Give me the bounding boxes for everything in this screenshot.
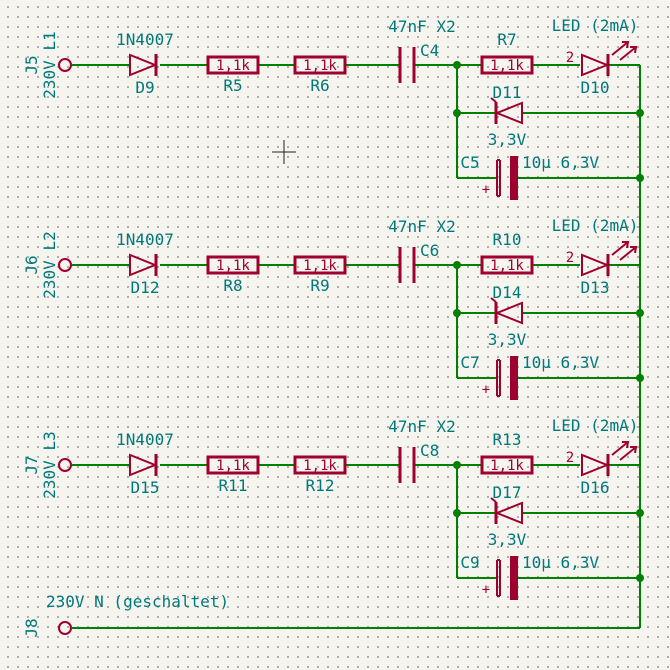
rectifier-value: 1N4007 bbox=[116, 230, 174, 249]
r2-ref: R12 bbox=[306, 476, 335, 495]
elcap-ref: C7 bbox=[460, 353, 479, 372]
r1-value: 1,1k bbox=[216, 458, 250, 474]
rectifier-value: 1N4007 bbox=[116, 30, 174, 49]
cap-ref: C4 bbox=[420, 41, 439, 60]
led-ref: D10 bbox=[581, 78, 610, 97]
elcap-polarity: + bbox=[482, 582, 490, 598]
cap-ref: C8 bbox=[420, 441, 439, 460]
neutral-jack-symbol bbox=[58, 621, 72, 635]
channel-1-labels: J5 230V L1 1N4007 D9 1,1k R5 1,1k R6 47n… bbox=[22, 16, 638, 198]
r-led-value: 1,1k bbox=[490, 458, 524, 474]
rectifier-ref: D15 bbox=[131, 478, 160, 497]
channel-1-circuit bbox=[57, 40, 646, 201]
led-value: LED (2mA) bbox=[552, 216, 639, 235]
line-label: 230V L2 bbox=[40, 231, 59, 298]
r1-ref: R11 bbox=[219, 476, 248, 495]
rectifier-ref: D9 bbox=[135, 78, 154, 97]
jack-ref: J6 bbox=[22, 255, 41, 274]
led-pin: 2 bbox=[566, 50, 574, 66]
channel-2-circuit bbox=[57, 240, 646, 401]
cap-value: 47nF X2 bbox=[388, 17, 455, 36]
led-value: LED (2mA) bbox=[552, 416, 639, 435]
cap-value: 47nF X2 bbox=[388, 417, 455, 436]
r2-ref: R6 bbox=[310, 76, 329, 95]
r-led-value: 1,1k bbox=[490, 58, 524, 74]
r1-value: 1,1k bbox=[216, 58, 250, 74]
r-led-ref: R10 bbox=[493, 230, 522, 249]
elcap-value: 10µ 6,3V bbox=[522, 153, 599, 172]
elcap-ref: C5 bbox=[460, 153, 479, 172]
led-ref: D13 bbox=[581, 278, 610, 297]
elcap-polarity: + bbox=[482, 382, 490, 398]
line-label: 230V L1 bbox=[40, 31, 59, 98]
elcap-value: 10µ 6,3V bbox=[522, 553, 599, 572]
r-led-ref: R13 bbox=[493, 430, 522, 449]
jack-ref: J7 bbox=[22, 455, 41, 474]
r2-value: 1,1k bbox=[303, 458, 337, 474]
rectifier-ref: D12 bbox=[131, 278, 160, 297]
neutral-jack-ref: J8 bbox=[22, 618, 41, 637]
jack-ref: J5 bbox=[22, 55, 41, 74]
channel-2-labels: J6 230V L2 1N4007 D12 1,1k R8 1,1k R9 47… bbox=[22, 216, 638, 398]
cap-value: 47nF X2 bbox=[388, 217, 455, 236]
neutral-label: 230V N (geschaltet) bbox=[46, 592, 229, 611]
channel-3-circuit bbox=[57, 440, 646, 601]
r1-value: 1,1k bbox=[216, 258, 250, 274]
zener-value: 3,3V bbox=[488, 330, 527, 349]
r2-value: 1,1k bbox=[303, 258, 337, 274]
led-pin: 2 bbox=[566, 250, 574, 266]
line-label: 230V L3 bbox=[40, 431, 59, 498]
zener-ref: D14 bbox=[493, 283, 522, 302]
r2-value: 1,1k bbox=[303, 58, 337, 74]
rectifier-value: 1N4007 bbox=[116, 430, 174, 449]
channel-3-labels: J7 230V L3 1N4007 D15 1,1k R11 1,1k R12 … bbox=[22, 416, 638, 598]
r-led-value: 1,1k bbox=[490, 258, 524, 274]
led-value: LED (2mA) bbox=[552, 16, 639, 35]
elcap-ref: C9 bbox=[460, 553, 479, 572]
r1-ref: R8 bbox=[223, 276, 242, 295]
cap-ref: C6 bbox=[420, 241, 439, 260]
led-pin: 2 bbox=[566, 450, 574, 466]
zener-ref: D11 bbox=[493, 83, 522, 102]
zener-value: 3,3V bbox=[488, 130, 527, 149]
zener-value: 3,3V bbox=[488, 530, 527, 549]
r2-ref: R9 bbox=[310, 276, 329, 295]
r1-ref: R5 bbox=[223, 76, 242, 95]
zener-ref: D17 bbox=[493, 483, 522, 502]
crosshair-cursor-icon bbox=[272, 140, 296, 164]
r-led-ref: R7 bbox=[497, 30, 516, 49]
led-ref: D16 bbox=[581, 478, 610, 497]
elcap-value: 10µ 6,3V bbox=[522, 353, 599, 372]
elcap-polarity: + bbox=[482, 182, 490, 198]
